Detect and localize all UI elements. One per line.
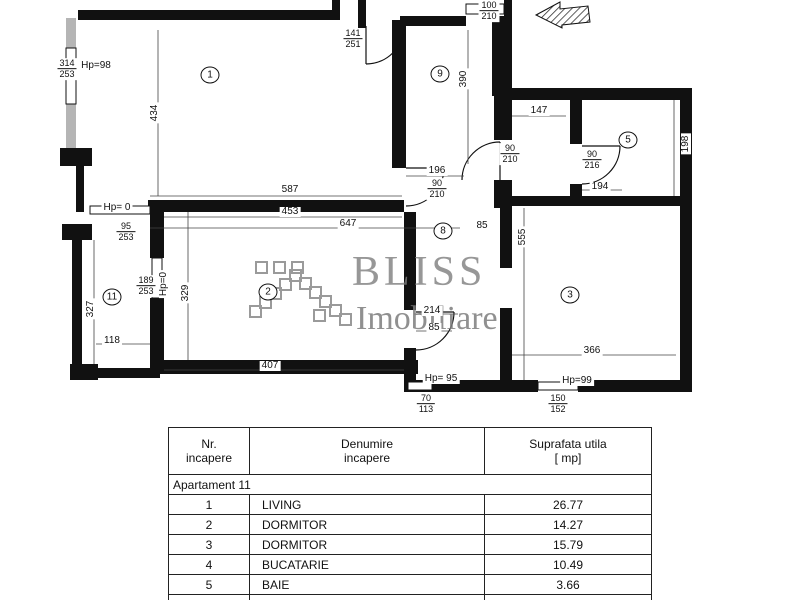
table-row: 1 LIVING 26.77 [168,494,652,515]
floorplan-drawing [60,0,692,392]
apartment-group-label: Apartament 11 [168,474,652,495]
table-header-row: Nr. incapere Denumire incapere Suprafata… [168,427,652,475]
cell-area: 10.49 [484,554,652,575]
dim-label: 587 [279,184,301,195]
cell-nr: 1 [168,494,250,515]
table-group-row: Apartament 11 [168,474,652,495]
dim-label: 453 [279,206,301,217]
table-row: 6 BAIE 4.26 [168,594,652,600]
hp-label: Hp=99 [560,375,594,386]
dim-label: 214 [421,305,443,316]
dimension-lines [93,30,676,380]
cell-area: 3.66 [484,574,652,595]
dim-label: 434 [149,102,160,124]
table-row: 5 BAIE 3.66 [168,574,652,595]
dim-label: 196 [426,165,448,176]
dim-label: 85 [474,220,490,231]
dim-label: 198 [680,133,691,155]
cell-nr: 2 [168,514,250,535]
dim-label: 390 [458,68,469,90]
hp-label: Hp=98 [79,60,113,71]
cell-area: 4.26 [484,594,652,600]
dim-label: 647 [337,218,359,229]
room-number-5: 5 [618,131,638,149]
room-schedule-table: Nr. incapere Denumire incapere Suprafata… [168,427,652,600]
dim-label: 194 [589,181,611,192]
cell-name: DORMITOR [249,534,485,555]
cell-name: BUCATARIE [249,554,485,575]
cell-name: BAIE [249,594,485,600]
room-number-1: 1 [200,66,220,84]
dim-label: 327 [85,298,96,320]
table-row: 4 BUCATARIE 10.49 [168,554,652,575]
col-header-nr: Nr. incapere [168,427,250,475]
hp-label: Hp= 0 [101,202,133,213]
room-number-11: 11 [102,288,122,306]
cell-area: 26.77 [484,494,652,515]
col-header-suprafata: Suprafata utila [ mp] [484,427,652,475]
hp-label: Hp=0 [158,269,169,299]
cell-name: DORMITOR [249,514,485,535]
dim-label: 555 [517,226,528,248]
hp-label: Hp= 95 [422,373,460,384]
room-number-2: 2 [258,283,278,301]
room-number-3: 3 [560,286,580,304]
room-number-9: 9 [430,65,450,83]
cell-nr: 5 [168,574,250,595]
cell-name: LIVING [249,494,485,515]
cell-nr: 6 [168,594,250,600]
dim-label: 147 [528,105,550,116]
north-arrow-icon [534,1,591,29]
dim-label: 329 [180,282,191,304]
dim-label: 407 [259,360,281,371]
dim-label: 118 [102,335,122,346]
room-number-8: 8 [433,222,453,240]
table-row: 3 DORMITOR 15.79 [168,534,652,555]
cell-nr: 3 [168,534,250,555]
table-row: 2 DORMITOR 14.27 [168,514,652,535]
watermark-brand: BLISS [352,249,487,295]
dim-label: 85 [426,322,442,333]
col-header-denumire: Denumire incapere [249,427,485,475]
walls [60,0,692,392]
dim-label: 366 [581,345,603,356]
cell-area: 14.27 [484,514,652,535]
cell-name: BAIE [249,574,485,595]
cell-nr: 4 [168,554,250,575]
cell-area: 15.79 [484,534,652,555]
